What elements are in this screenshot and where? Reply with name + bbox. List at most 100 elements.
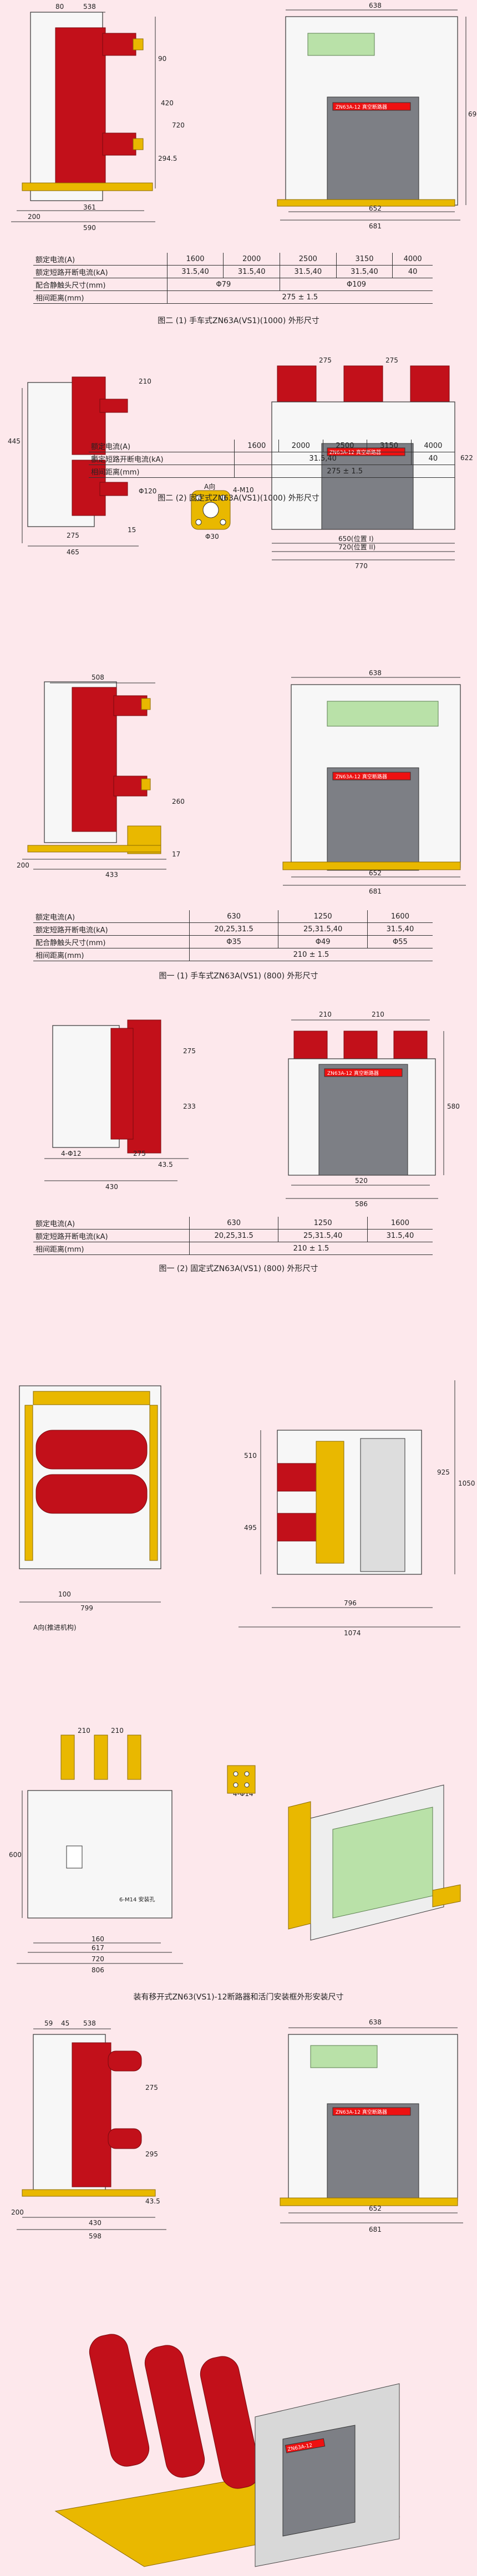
dim: 622 — [460, 454, 473, 462]
side-view-3 — [22, 681, 166, 870]
drawing-3: 508 260 200 433 17 ZN63A-12 真空断路器 638 65… — [17, 669, 466, 895]
drawing-7: 59 45 538 275 295 43.5 200 430 598 ZN63A… — [11, 2018, 463, 2240]
dim: 652 — [369, 2205, 382, 2212]
dim: 100 — [58, 1590, 71, 1598]
panel-title: ZN63A-12 真空断路器 — [336, 773, 387, 780]
front-view-4 — [286, 1019, 444, 1199]
dim: 6-M14 安装孔 — [119, 1896, 155, 1903]
section-6-installation-frame: 210 210 4-Φ14 600 6-M14 安装孔 160 617 720 … — [0, 1724, 477, 2012]
cell: 3150 — [367, 440, 412, 452]
cell: 2000 — [223, 253, 280, 266]
side-view-1 — [11, 12, 156, 222]
dim: 43.5 — [158, 1161, 173, 1169]
dim: 770 — [355, 562, 368, 570]
dim: 4-Φ12 — [61, 1150, 82, 1157]
cell: 25,31.5,40 — [278, 1229, 368, 1242]
panel-title: ZN63A-12 真空断路器 — [336, 2109, 387, 2115]
cell: 4000 — [392, 253, 433, 266]
dim: 15 — [128, 526, 136, 534]
drawing-1: 80 538 90 420 720 294.5 200 361 590 ZN63… — [11, 2, 477, 232]
cell: Φ35 — [189, 935, 279, 948]
dim: 681 — [369, 2226, 382, 2233]
cell: 4000 — [411, 440, 455, 452]
dim: 652 — [369, 205, 382, 212]
detail-view-2 — [191, 490, 231, 530]
cell: 210 ± 1.5 — [189, 948, 433, 961]
spec-table-1: 额定电流(A) 1600 2000 2500 3150 4000 额定短路开断电… — [33, 253, 433, 304]
section-2-fixed-1000: 210 445 Φ120 465 275 15 A向 4-M10 Φ30 ZN — [0, 333, 477, 665]
section-4-fixed-800: 275 233 4-Φ12 430 275 43.5 ZN63A-12 真空断路… — [0, 998, 477, 1386]
product-image: ZN63A-12 — [54, 2334, 400, 2567]
spec-table-3: 额定电流(A) 630 1250 1600 额定短路开断电流(kA) 20,25… — [33, 910, 433, 961]
dim: 586 — [355, 1200, 368, 1208]
cell: 210 ± 1.5 — [189, 1242, 433, 1255]
bolt-detail — [227, 1765, 256, 1794]
dim: 720 — [92, 1955, 104, 1963]
dim: 275 — [319, 356, 332, 364]
dim: 510 — [244, 1452, 257, 1460]
caption-6: 装有移开式ZN63(VS1)-12断路器和活门安装框外形安装尺寸 — [133, 1993, 344, 2002]
dim: 210 — [319, 1011, 332, 1018]
section-7-handcart-variant: 59 45 538 275 295 43.5 200 430 598 ZN63A… — [0, 2012, 477, 2300]
row-label: 额定短路开断电流(kA) — [89, 452, 235, 465]
isometric-frame — [288, 1784, 461, 1941]
dim: 160 — [92, 1935, 104, 1943]
dim: 210 — [78, 1727, 90, 1735]
dim: 430 — [89, 2219, 102, 2227]
drawing-6: 210 210 4-Φ14 600 6-M14 安装孔 160 617 720 … — [9, 1727, 461, 1974]
dim: Φ30 — [205, 533, 219, 540]
section-3-handcart-800: 508 260 200 433 17 ZN63A-12 真空断路器 638 65… — [0, 665, 477, 998]
side-view-4 — [44, 1019, 189, 1181]
dim: 295 — [145, 2150, 158, 2158]
cell: Φ49 — [278, 935, 368, 948]
row-label: 相间距离(mm) — [33, 290, 168, 304]
dim: 275 — [133, 1150, 146, 1157]
row-label: 额定电流(A) — [33, 1217, 190, 1230]
dim: 1074 — [344, 1629, 361, 1637]
dim: 430 — [105, 1183, 118, 1191]
dim: 275 — [385, 356, 398, 364]
dim: 210 — [111, 1727, 124, 1735]
row-label: 配合静触头尺寸(mm) — [33, 278, 168, 291]
cell: Φ79 — [167, 278, 281, 291]
dim: 495 — [244, 1524, 257, 1532]
dim: 80 — [55, 3, 64, 11]
cell: 25,31.5,40 — [278, 922, 368, 936]
dim: 590 — [83, 224, 96, 232]
dim: 799 — [80, 1604, 93, 1612]
dim: 617 — [92, 1944, 104, 1952]
dim: 45 — [61, 2019, 69, 2027]
dim: 210 — [372, 1011, 384, 1018]
dim: 720(位置 II) — [338, 543, 375, 551]
front-view-3 — [282, 677, 466, 886]
dim: A向(推进机构) — [33, 1623, 77, 1631]
caption-1: 图二 (1) 手车式ZN63A(VS1)(1000) 外形尺寸 — [158, 317, 319, 325]
front-view-7 — [280, 2027, 463, 2223]
row-label: 额定电流(A) — [33, 253, 168, 266]
drawing-4: 275 233 4-Φ12 430 275 43.5 ZN63A-12 真空断路… — [44, 1011, 460, 1208]
panel-title: ZN63A-12 真空断路器 — [336, 104, 387, 110]
row-label: 相间距离(mm) — [89, 465, 235, 478]
cell: 31.5,40 — [367, 922, 433, 936]
dim: 200 — [28, 213, 40, 221]
caption-3: 图一 (1) 手车式ZN63A(VS1) (800) 外形尺寸 — [159, 972, 318, 981]
dim: 4-M10 — [233, 486, 254, 494]
cell: 20,25,31.5 — [189, 1229, 279, 1242]
cell: 275 ± 1.5 — [234, 465, 455, 478]
row-label: 额定短路开断电流(kA) — [33, 1229, 190, 1242]
dim: 638 — [369, 2, 382, 9]
spec-table-2: 额定电流(A) 1600 2000 2500 3150 4000 额定短路开断电… — [89, 440, 455, 478]
row-label: 配合静触头尺寸(mm) — [33, 935, 190, 948]
dim: 720 — [172, 121, 185, 129]
cell: 31.5,40 — [167, 265, 224, 278]
cell: 1600 — [167, 253, 224, 266]
dim: 59 — [44, 2019, 53, 2027]
caption-4: 图一 (2) 固定式ZN63A(VS1) (800) 外形尺寸 — [159, 1264, 318, 1273]
dim: 520 — [355, 1177, 368, 1185]
dim: 681 — [369, 222, 382, 230]
dim: 600 — [9, 1851, 22, 1859]
cell: 1250 — [278, 1217, 368, 1230]
dim: 580 — [447, 1103, 460, 1110]
row-label: 额定短路开断电流(kA) — [33, 922, 190, 936]
dim: 445 — [8, 437, 21, 445]
